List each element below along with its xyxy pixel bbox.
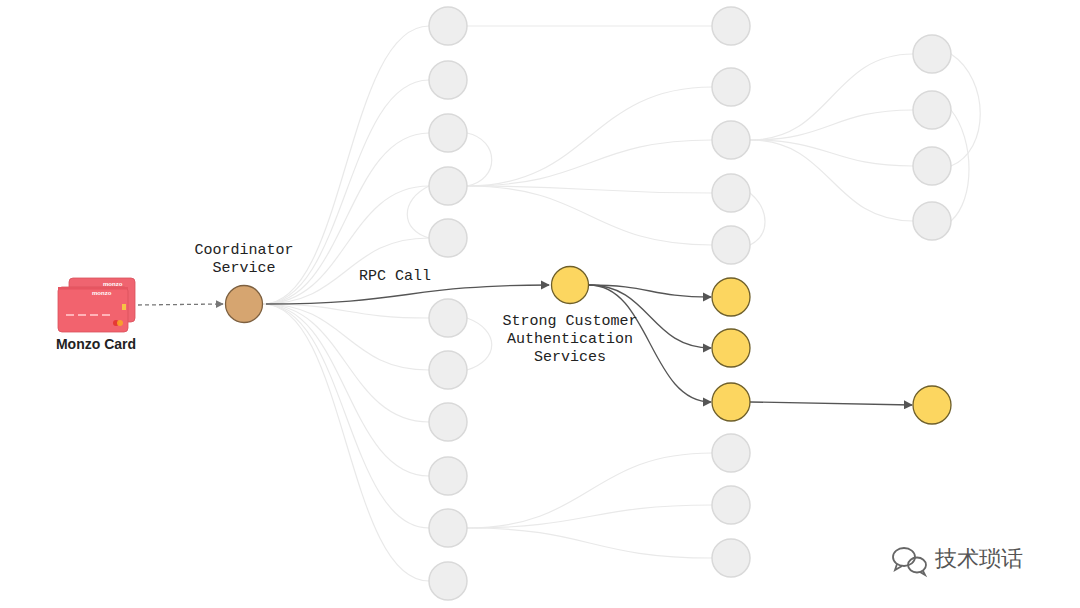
faded-links [263,26,980,581]
faded-service [429,61,467,99]
faded-service [429,114,467,152]
sca-service [712,383,750,421]
faded-service [712,226,750,264]
watermark: 技术琐话 [935,546,1023,572]
faded-service [429,7,467,45]
faded-service [429,299,467,337]
faded-service [913,35,951,73]
faded-link [467,453,712,528]
faded-link [263,304,429,476]
faded-service [712,434,750,472]
faded-services [429,7,951,600]
faded-service [913,91,951,129]
faded-link [467,87,712,186]
card-brand: monzo [103,279,122,289]
faded-service [712,539,750,577]
faded-service [429,167,467,205]
faded-service [429,403,467,441]
node-label: Coordinator Service [184,242,304,278]
sca-link [750,402,912,405]
faded-link [467,25,712,26]
faded-link [263,26,429,304]
faded-link [467,318,492,370]
node-label: Monzo Card [56,336,136,352]
faded-service [712,68,750,106]
faded-service [429,351,467,389]
faded-service [712,486,750,524]
faded-link [951,110,969,221]
faded-link [263,304,429,581]
dashed-arrow [138,304,223,305]
faded-link [467,140,712,186]
sca-services [712,278,951,424]
faded-link [263,304,429,528]
card-illustration [56,276,136,334]
faded-service [429,219,467,257]
faded-link [750,110,913,140]
faded-link [467,133,492,186]
faded-service [712,121,750,159]
faded-service [712,174,750,212]
faded-link [467,186,712,245]
wechat-icon [893,548,926,575]
service-circle [224,284,264,324]
faded-link [467,186,712,193]
faded-service [429,509,467,547]
service-node: Strong Customer Authentication Services [495,265,645,367]
sca-service [712,329,750,367]
faded-link [467,528,712,558]
faded-link [263,304,429,422]
service-circle [550,265,590,305]
faded-link [750,140,913,166]
faded-link [750,140,913,221]
faded-link [951,54,980,166]
card-brand: monzo [92,288,111,298]
faded-service [429,562,467,600]
service-node: Coordinator Service [184,242,304,324]
faded-service [712,7,750,45]
sca-links [589,285,912,405]
node-label: Strong Customer Authentication Services [495,313,645,367]
faded-link [750,54,913,140]
sca-service [913,386,951,424]
faded-service [429,457,467,495]
edge-label: RPC Call [357,268,433,286]
card-node: Monzo Card [56,276,136,352]
sca-service [712,278,750,316]
faded-link [750,193,765,245]
faded-link [467,505,712,528]
rpc-arrow [266,285,549,304]
faded-link [407,186,429,238]
faded-service [913,147,951,185]
faded-service [913,202,951,240]
